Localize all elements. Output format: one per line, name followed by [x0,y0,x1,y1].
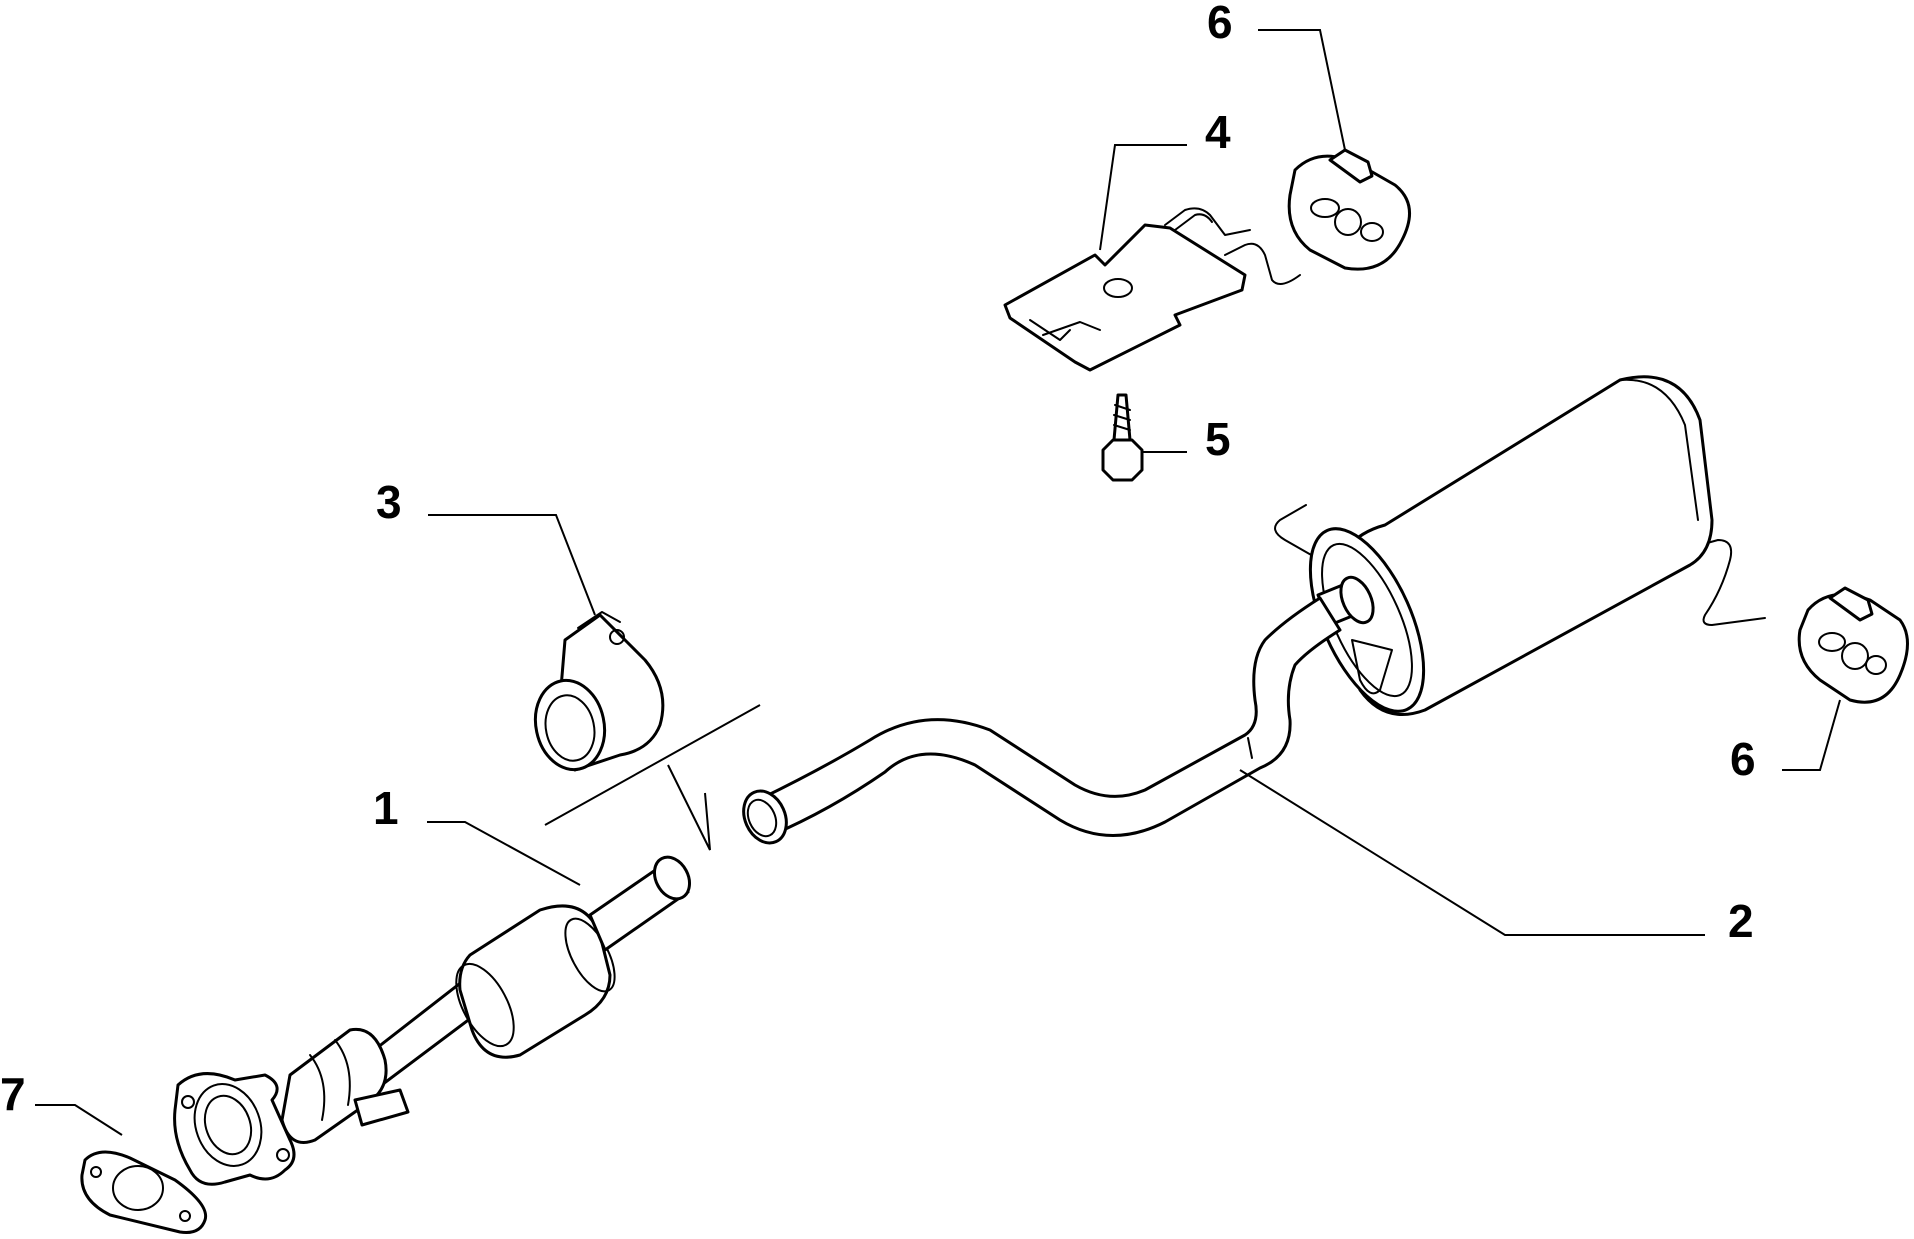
rear-muffler-assembly [742,375,1766,845]
callout-2: 2 [1728,895,1754,947]
leader-lines [35,29,1841,1136]
callout-5: 5 [1205,413,1231,465]
callout-3: 3 [376,476,402,528]
callout-1: 1 [373,782,399,834]
exhaust-clamp [533,611,665,772]
leader-2 [1239,769,1705,936]
flange-gasket [80,1150,208,1234]
pipe-break-line [544,704,761,851]
leader-3 [428,514,596,616]
leader-6-upper [1258,29,1346,151]
callout-6-upper: 6 [1207,0,1233,48]
callout-labels: 1 2 3 4 5 6 6 7 [0,0,1756,1120]
leader-4 [1099,144,1187,251]
rubber-hanger-lower [1797,586,1909,704]
screw [1101,393,1144,482]
leader-6-lower [1782,699,1841,771]
callout-6-lower: 6 [1730,733,1756,785]
callout-7: 7 [0,1068,26,1120]
heat-shield-bracket [1003,207,1301,372]
rubber-hanger-upper [1287,148,1412,271]
front-pipe-catalytic-converter [173,855,692,1186]
leader-1 [427,821,581,886]
leader-7 [35,1104,123,1136]
callout-4: 4 [1205,106,1231,158]
